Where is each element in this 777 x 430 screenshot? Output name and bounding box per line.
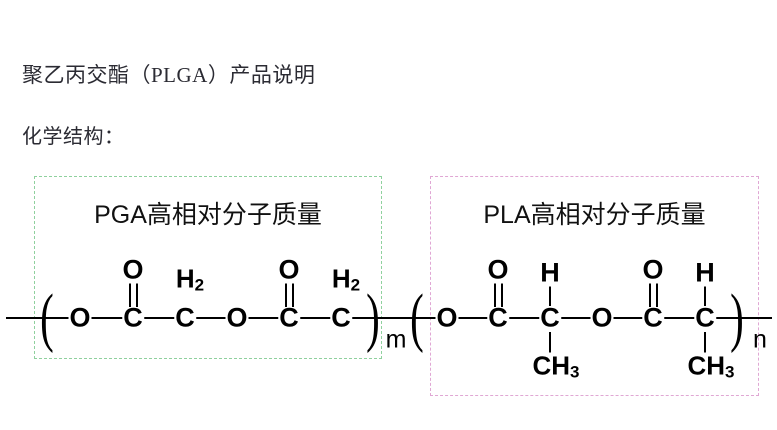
atom-pga-carbonyl-o-2: O <box>277 254 301 285</box>
label-pla-ch3-2: CH3 <box>686 352 736 386</box>
label-pga-h2-2: H2 <box>330 265 362 299</box>
atom-pla-carbonyl-o-1: O <box>486 254 510 285</box>
atom-pla-c-3: C <box>642 302 664 333</box>
page-title: 聚乙丙交酯（PLGA）产品说明 <box>22 63 316 87</box>
double-bond-pla-1-left <box>494 283 496 307</box>
atom-pla-carbonyl-o-2: O <box>641 254 665 285</box>
double-bond-pga-1-right <box>136 283 138 307</box>
atom-pga-c-3: C <box>278 302 300 333</box>
double-bond-pla-1-right <box>501 283 503 307</box>
double-bond-pga-2-right <box>292 283 294 307</box>
atom-pla-o-1: O <box>435 302 459 333</box>
atom-pga-c-1: C <box>122 302 144 333</box>
chemical-structure-diagram: PGA高相对分子质量 PLA高相对分子质量 ( O C O C H2 O C O… <box>0 160 777 410</box>
double-bond-pla-2-right <box>656 283 658 307</box>
double-bond-pga-1-left <box>129 283 131 307</box>
atom-pla-o-2: O <box>590 302 614 333</box>
atom-pga-c-4: C <box>330 302 352 333</box>
bracket-close-pga: ) <box>366 281 380 354</box>
bond-pla-ch-1-up <box>549 286 551 306</box>
region-box-pla <box>430 176 759 396</box>
atom-pga-c-2: C <box>174 302 196 333</box>
label-pla-h-1: H <box>539 257 561 288</box>
region-label-pla: PLA高相对分子质量 <box>483 201 706 229</box>
atom-pga-o-1: O <box>68 302 92 333</box>
bond-pla-ch-2-up <box>704 286 706 306</box>
label-pla-h-2: H <box>694 257 716 288</box>
label-pla-ch3-1: CH3 <box>531 352 581 386</box>
bracket-close-pla: ) <box>730 281 744 354</box>
atom-pla-c-1: C <box>487 302 509 333</box>
atom-pla-c-4: C <box>694 302 716 333</box>
atom-pga-o-2: O <box>225 302 249 333</box>
double-bond-pla-2-left <box>649 283 651 307</box>
bond-pla-ch-1-down <box>549 332 551 354</box>
repeat-index-n: n <box>753 325 767 354</box>
bracket-open-pla: ( <box>410 281 424 354</box>
region-label-pga: PGA高相对分子质量 <box>94 201 322 229</box>
double-bond-pga-2-left <box>285 283 287 307</box>
label-pga-h2-1: H2 <box>174 265 206 299</box>
atom-pla-c-2: C <box>539 302 561 333</box>
bracket-open-pga: ( <box>40 281 54 354</box>
repeat-index-m: m <box>385 325 407 354</box>
region-box-pga <box>34 176 382 359</box>
bond-pla-ch-2-down <box>704 332 706 354</box>
section-heading-chemical-structure: 化学结构： <box>22 126 125 148</box>
atom-pga-carbonyl-o-1: O <box>121 254 145 285</box>
backbone-bond-line <box>6 317 772 319</box>
